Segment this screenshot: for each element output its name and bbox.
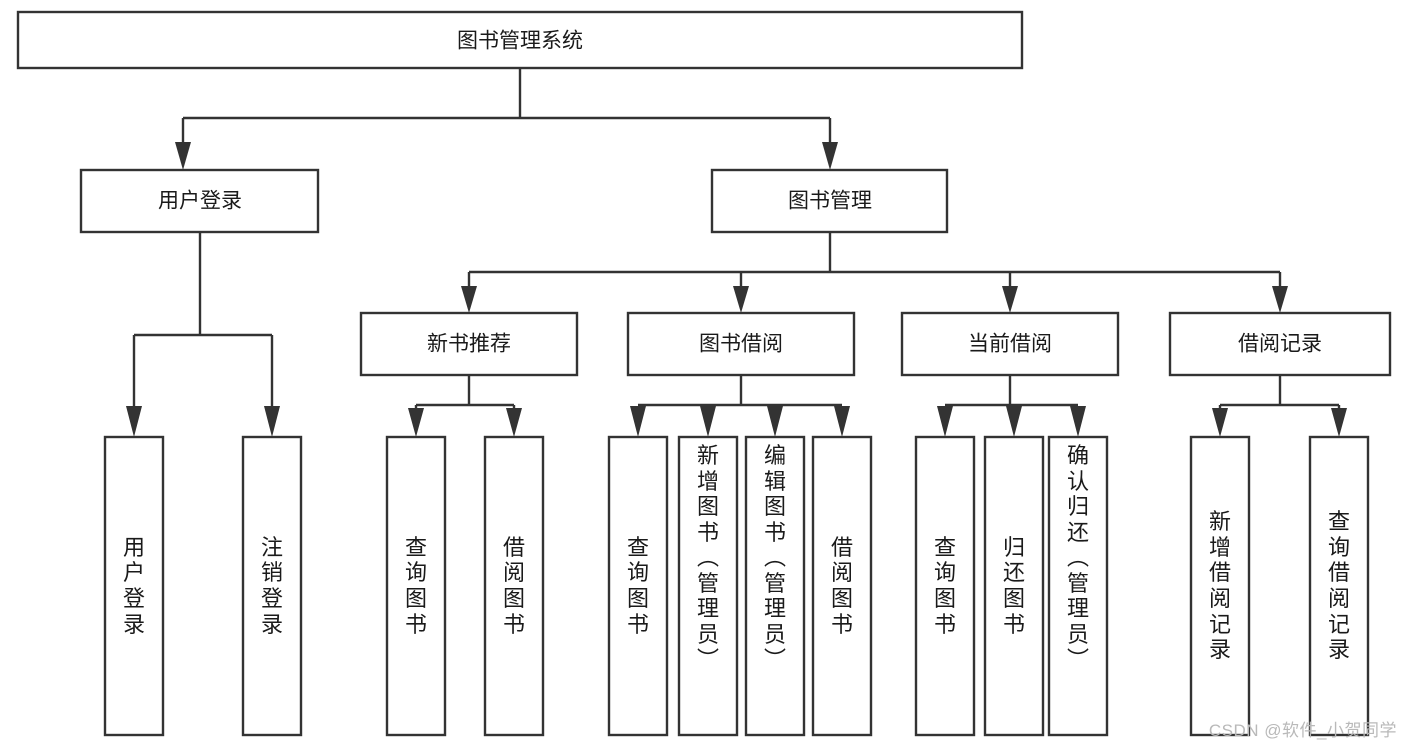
node-new-book-recommend-label: 新书推荐 <box>427 333 511 356</box>
node-book-management-label: 图书管理 <box>788 190 872 213</box>
arrow-head-leaf-return-book <box>1006 406 1022 437</box>
connector-group-borrow-record <box>1212 375 1347 437</box>
node-current-borrow[interactable] <box>900 311 1120 377</box>
node-borrow-record-label: 借阅记录 <box>1238 333 1322 356</box>
leaf-borrow-book-recommend[interactable] <box>483 435 545 737</box>
arrow-head-leaf-edit-book <box>767 406 783 437</box>
arrow-head-leaf-query-book-2 <box>630 406 646 437</box>
connector-group-user-login <box>126 232 280 437</box>
arrow-head-book-borrow <box>733 286 749 313</box>
connector-group-root <box>175 68 838 170</box>
leaf-logout[interactable] <box>241 435 303 737</box>
leaf-query-book-recommend[interactable] <box>385 435 447 737</box>
arrow-head-leaf-add-record <box>1212 408 1228 437</box>
arrow-head-user-login <box>175 142 191 170</box>
leaf-edit-book-admin[interactable] <box>744 435 806 737</box>
arrow-head-leaf-add-book <box>700 406 716 437</box>
node-current-borrow-label: 当前借阅 <box>968 333 1052 356</box>
arrow-head-leaf-borrow-book-1 <box>506 408 522 437</box>
arrow-head-new-book <box>461 286 477 313</box>
node-root-label: 图书管理系统 <box>457 30 583 53</box>
leaf-borrow-book-borrow[interactable] <box>811 435 873 737</box>
arrow-head-current-borrow <box>1002 286 1018 313</box>
node-book-management[interactable] <box>710 168 949 234</box>
node-borrow-record[interactable] <box>1168 311 1392 377</box>
leaf-add-borrow-record[interactable] <box>1189 435 1251 737</box>
csdn-watermark: CSDN @软件_小贺同学 <box>1208 721 1397 740</box>
arrow-head-leaf-user-login <box>126 406 142 437</box>
node-user-login-label: 用户登录 <box>158 190 242 213</box>
leaf-confirm-return-admin[interactable] <box>1047 435 1109 737</box>
arrow-head-leaf-confirm-return <box>1070 406 1086 437</box>
leaf-add-book-admin[interactable] <box>677 435 739 737</box>
arrow-head-leaf-query-book-3 <box>937 406 953 437</box>
arrow-head-leaf-borrow-book-2 <box>834 406 850 437</box>
connector-group-current-borrow <box>937 375 1086 437</box>
node-new-book-recommend[interactable] <box>359 311 579 377</box>
leaf-user-login[interactable] <box>103 435 165 737</box>
leaf-return-book[interactable] <box>983 435 1045 737</box>
connector-group-book-mgmt <box>461 232 1288 313</box>
node-user-login[interactable] <box>79 168 320 234</box>
arrow-head-borrow-record <box>1272 286 1288 313</box>
arrow-head-leaf-query-record <box>1331 408 1347 437</box>
arrow-head-leaf-logout <box>264 406 280 437</box>
node-book-borrow[interactable] <box>626 311 856 377</box>
node-root[interactable] <box>16 10 1024 70</box>
arrow-head-book-mgmt <box>822 142 838 170</box>
connector-group-book-borrow <box>630 375 850 437</box>
leaf-query-book-borrow[interactable] <box>607 435 669 737</box>
leaf-query-borrow-record[interactable] <box>1308 435 1370 737</box>
leaf-query-book-current[interactable] <box>914 435 976 737</box>
node-book-borrow-label: 图书借阅 <box>699 333 783 356</box>
arrow-head-leaf-query-book-1 <box>408 408 424 437</box>
connector-group-new-book <box>408 375 522 437</box>
